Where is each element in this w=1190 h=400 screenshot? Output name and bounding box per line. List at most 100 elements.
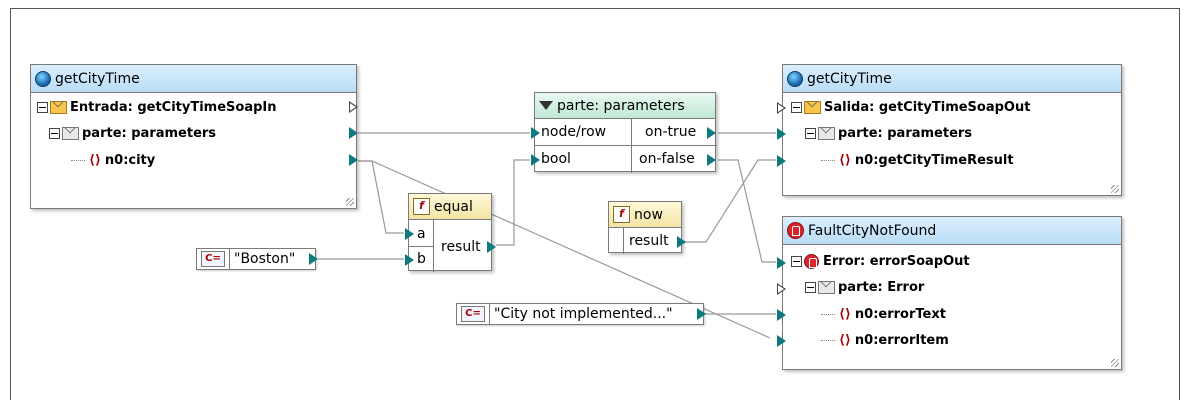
filter-bool-input-connector[interactable] xyxy=(531,154,540,166)
resize-grip[interactable] xyxy=(346,198,354,206)
source-leaf-output-connector[interactable] xyxy=(349,154,358,166)
source-part-row[interactable]: parte: parameters xyxy=(49,123,216,145)
envelope-icon xyxy=(804,101,821,114)
now-title: now xyxy=(634,206,663,223)
divider xyxy=(623,228,624,254)
target-part-input-connector[interactable] xyxy=(777,128,786,140)
fault-error-text-row[interactable]: ⟨⟩n0:errorText xyxy=(821,304,946,326)
equal-a-input-connector[interactable] xyxy=(405,228,414,240)
collapse-icon[interactable] xyxy=(791,102,802,113)
filter-on-false-output-connector[interactable] xyxy=(707,154,716,166)
collapse-icon[interactable] xyxy=(791,256,802,267)
fault-part-input-connector[interactable] xyxy=(777,283,786,295)
constant-icon: C= xyxy=(461,306,485,322)
filter-on-true-output-connector[interactable] xyxy=(707,127,716,139)
globe-icon xyxy=(35,70,51,87)
target-root-row[interactable]: Salida: getCityTimeSoapOut xyxy=(791,97,1030,119)
collapse-icon[interactable] xyxy=(805,282,816,293)
filter-in-node-row: node/row xyxy=(541,124,607,140)
divider xyxy=(535,145,717,146)
equal-result-output-connector[interactable] xyxy=(487,241,496,253)
filter-component[interactable]: parte: parameters node/row bool on-true … xyxy=(531,92,717,173)
filter-out-on-true: on-true xyxy=(645,124,697,140)
boston-constant[interactable]: C= "Boston" xyxy=(196,248,318,270)
source-part-output-connector[interactable] xyxy=(349,127,358,139)
source-leaf-label: n0:city xyxy=(104,153,156,168)
fault-error-item-input-connector[interactable] xyxy=(777,335,786,347)
function-icon: f xyxy=(413,198,430,215)
target-leaf-label: n0:getCityTimeResult xyxy=(854,153,1014,168)
element-icon: ⟨⟩ xyxy=(839,153,851,168)
source-part-label: parte: parameters xyxy=(82,126,217,141)
now-result-output-connector[interactable] xyxy=(677,236,686,248)
tree-connector xyxy=(821,340,835,341)
tree-connector xyxy=(821,160,835,161)
target-header[interactable]: getCityTime xyxy=(783,65,1121,93)
collapse-icon[interactable] xyxy=(805,128,816,139)
fault-root-row[interactable]: Error: errorSoapOut xyxy=(791,251,970,273)
element-icon: ⟨⟩ xyxy=(89,153,101,168)
city-const-output-connector[interactable] xyxy=(697,308,706,320)
fault-root-input-connector[interactable] xyxy=(777,257,786,269)
equal-b-input-connector[interactable] xyxy=(405,254,414,266)
filter-node-input-connector[interactable] xyxy=(531,127,540,139)
equal-input-a: a xyxy=(417,226,426,242)
equal-input-b: b xyxy=(417,251,426,267)
fault-error-text-input-connector[interactable] xyxy=(777,309,786,321)
envelope-icon xyxy=(818,281,835,294)
fault-title: FaultCityNotFound xyxy=(808,222,937,239)
target-part-label: parte: parameters xyxy=(838,126,973,141)
target-leaf-input-connector[interactable] xyxy=(777,155,786,167)
resize-grip[interactable] xyxy=(1111,359,1119,367)
source-title: getCityTime xyxy=(55,70,140,87)
fault-root-label: Error: errorSoapOut xyxy=(823,254,970,269)
equal-output-result: result xyxy=(441,239,481,255)
fault-part-row[interactable]: parte: Error xyxy=(805,277,924,299)
envelope-icon xyxy=(50,101,67,114)
target-root-input-connector[interactable] xyxy=(777,102,786,114)
fault-component[interactable]: FaultCityNotFound Error: errorSoapOut pa… xyxy=(777,216,1122,370)
now-header[interactable]: f now xyxy=(609,202,681,228)
stop-icon xyxy=(804,254,819,269)
collapse-icon[interactable] xyxy=(37,102,48,113)
resize-grip[interactable] xyxy=(1111,185,1119,193)
boston-value: "Boston" xyxy=(229,249,299,269)
source-root-output-connector[interactable] xyxy=(349,101,358,113)
source-root-label: Entrada: getCityTimeSoapIn xyxy=(70,100,277,115)
envelope-icon xyxy=(818,127,835,140)
equal-title: equal xyxy=(434,198,473,215)
city-not-implemented-value: "City not implemented..." xyxy=(489,304,677,324)
source-leaf-row[interactable]: ⟨⟩n0:city xyxy=(71,150,155,172)
filter-in-bool: bool xyxy=(541,151,571,167)
filter-icon xyxy=(539,101,553,110)
target-part-row[interactable]: parte: parameters xyxy=(805,123,972,145)
source-component[interactable]: getCityTime Entrada: getCityTimeSoapIn p… xyxy=(30,64,358,209)
filter-out-on-false: on-false xyxy=(639,151,695,167)
target-leaf-row[interactable]: ⟨⟩n0:getCityTimeResult xyxy=(821,150,1014,172)
collapse-icon[interactable] xyxy=(49,128,60,139)
source-root-row[interactable]: Entrada: getCityTimeSoapIn xyxy=(37,97,277,119)
constant-icon: C= xyxy=(201,251,225,267)
function-icon: f xyxy=(613,206,630,223)
divider xyxy=(433,220,434,272)
element-icon: ⟨⟩ xyxy=(839,333,851,348)
equal-function[interactable]: f equal a b result xyxy=(405,193,496,272)
fault-part-label: parte: Error xyxy=(838,280,925,295)
fault-header[interactable]: FaultCityNotFound xyxy=(783,217,1121,245)
target-root-label: Salida: getCityTimeSoapOut xyxy=(824,100,1031,115)
equal-header[interactable]: f equal xyxy=(409,194,491,220)
target-component[interactable]: getCityTime Salida: getCityTimeSoapOut p… xyxy=(777,64,1122,196)
tree-connector xyxy=(71,160,85,161)
source-header[interactable]: getCityTime xyxy=(31,65,356,93)
fault-error-item-label: n0:errorItem xyxy=(854,333,949,348)
envelope-icon xyxy=(62,127,79,140)
divider xyxy=(631,119,632,173)
divider xyxy=(409,246,433,247)
fault-error-text-label: n0:errorText xyxy=(854,307,946,322)
now-function[interactable]: f now result xyxy=(608,201,686,254)
fault-error-item-row[interactable]: ⟨⟩n0:errorItem xyxy=(821,330,949,352)
city-not-implemented-constant[interactable]: C= "City not implemented..." xyxy=(456,303,706,325)
filter-header[interactable]: parte: parameters xyxy=(535,93,715,119)
target-title: getCityTime xyxy=(807,70,892,87)
boston-output-connector[interactable] xyxy=(309,253,318,265)
